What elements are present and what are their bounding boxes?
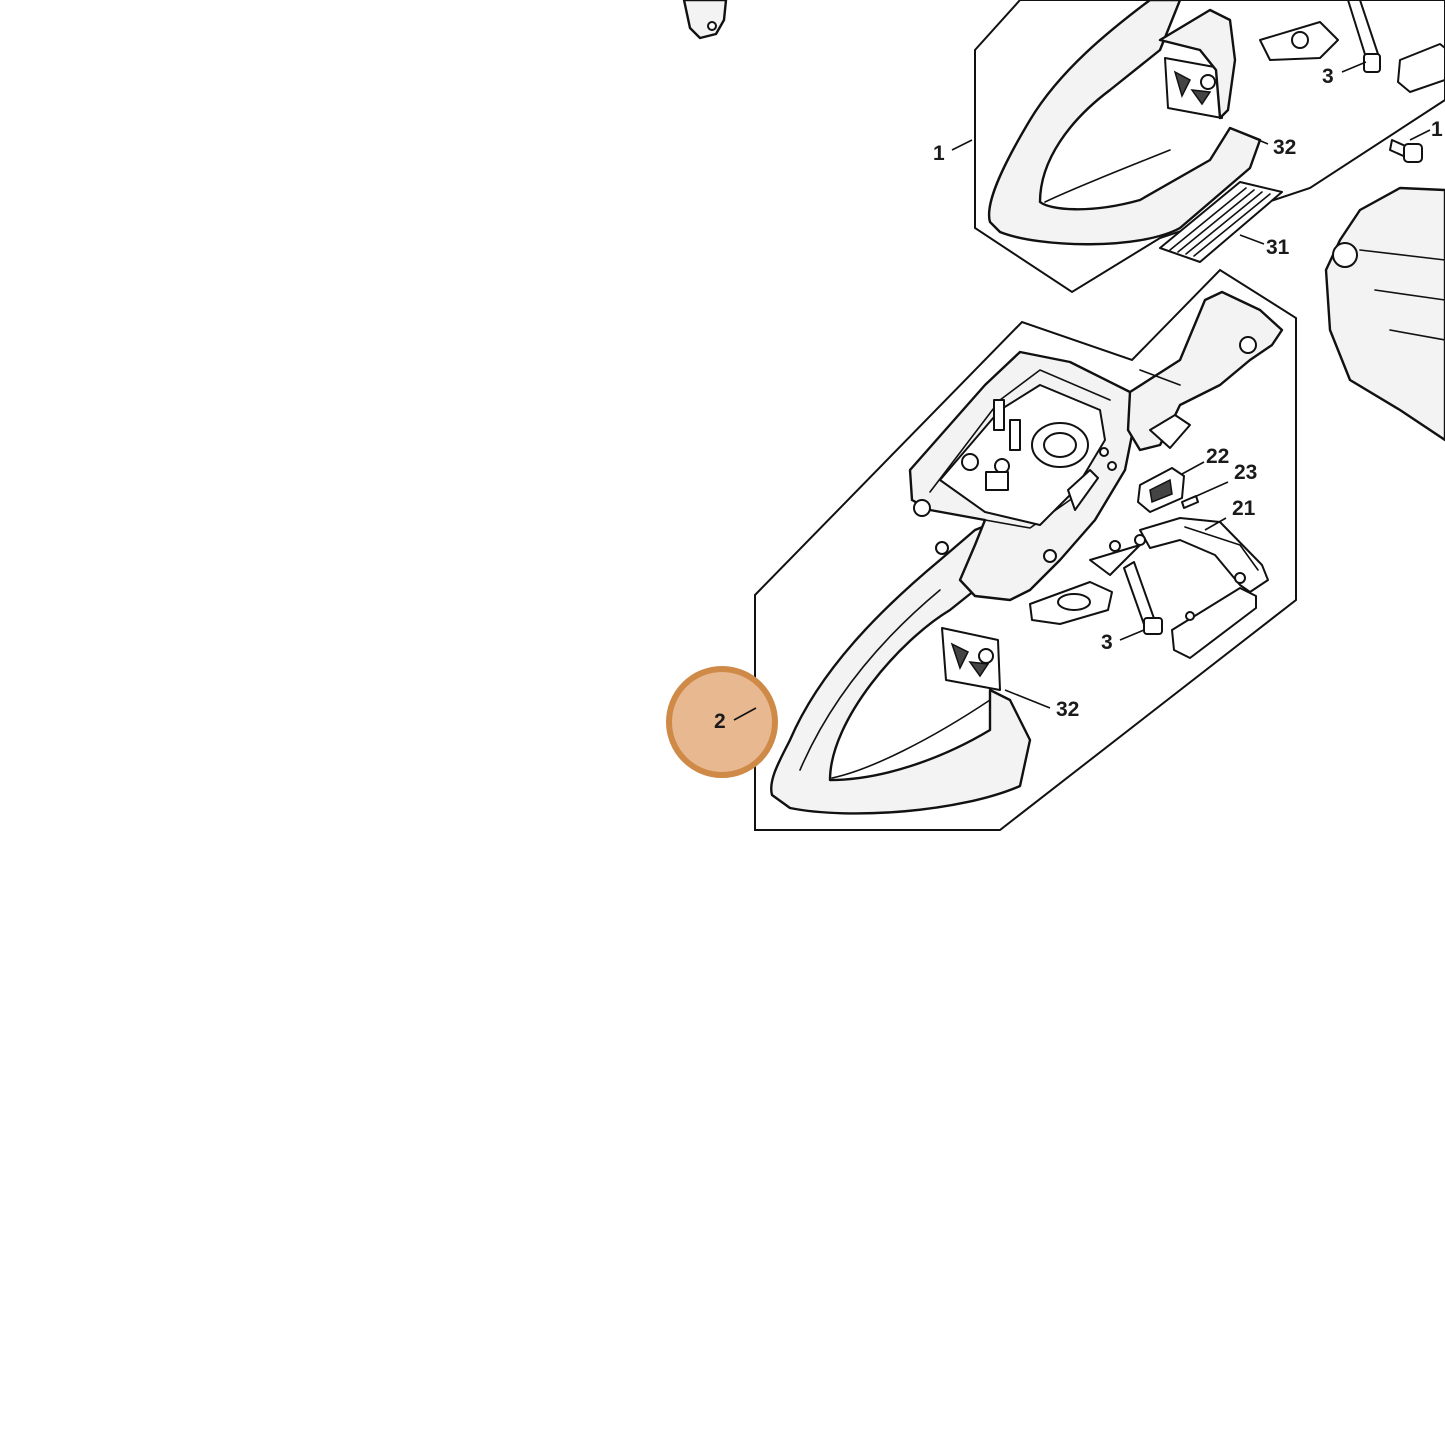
label-lower-housing[interactable]: 2 xyxy=(714,710,726,733)
lower-clamp-strap xyxy=(1089,517,1269,593)
lower-screw xyxy=(1181,495,1199,509)
label-upper-rubber-mount[interactable]: 3 xyxy=(1322,65,1334,88)
label-lower-pictogram[interactable]: 32 xyxy=(1056,698,1079,721)
label-lower-screw[interactable]: 23 xyxy=(1234,461,1257,484)
partial-top-left-part xyxy=(682,0,728,40)
partial-right-engine xyxy=(1324,186,1445,442)
label-upper-pictogram[interactable]: 32 xyxy=(1273,136,1296,159)
lower-housing-group xyxy=(754,268,1297,831)
lower-pictogram-decal xyxy=(941,627,1001,691)
upper-grip-strip xyxy=(1159,181,1283,263)
label-upper-housing[interactable]: 1 xyxy=(933,142,945,165)
label-lower-clamp-strap[interactable]: 21 xyxy=(1232,497,1256,520)
upper-housing-group xyxy=(974,0,1445,294)
lower-rubber-mount xyxy=(1123,561,1163,635)
upper-pictogram-decal xyxy=(1164,57,1223,119)
lower-cover xyxy=(1137,467,1185,513)
label-upper-screw[interactable]: 1 xyxy=(1431,118,1443,141)
label-lower-cover[interactable]: 22 xyxy=(1206,445,1229,468)
label-lower-rubber-mount[interactable]: 3 xyxy=(1101,631,1113,654)
label-upper-grip-strip[interactable]: 31 xyxy=(1266,236,1290,259)
highlight-marker[interactable] xyxy=(666,666,778,778)
upper-screw xyxy=(1389,139,1423,163)
upper-rubber-mount xyxy=(1347,0,1381,73)
